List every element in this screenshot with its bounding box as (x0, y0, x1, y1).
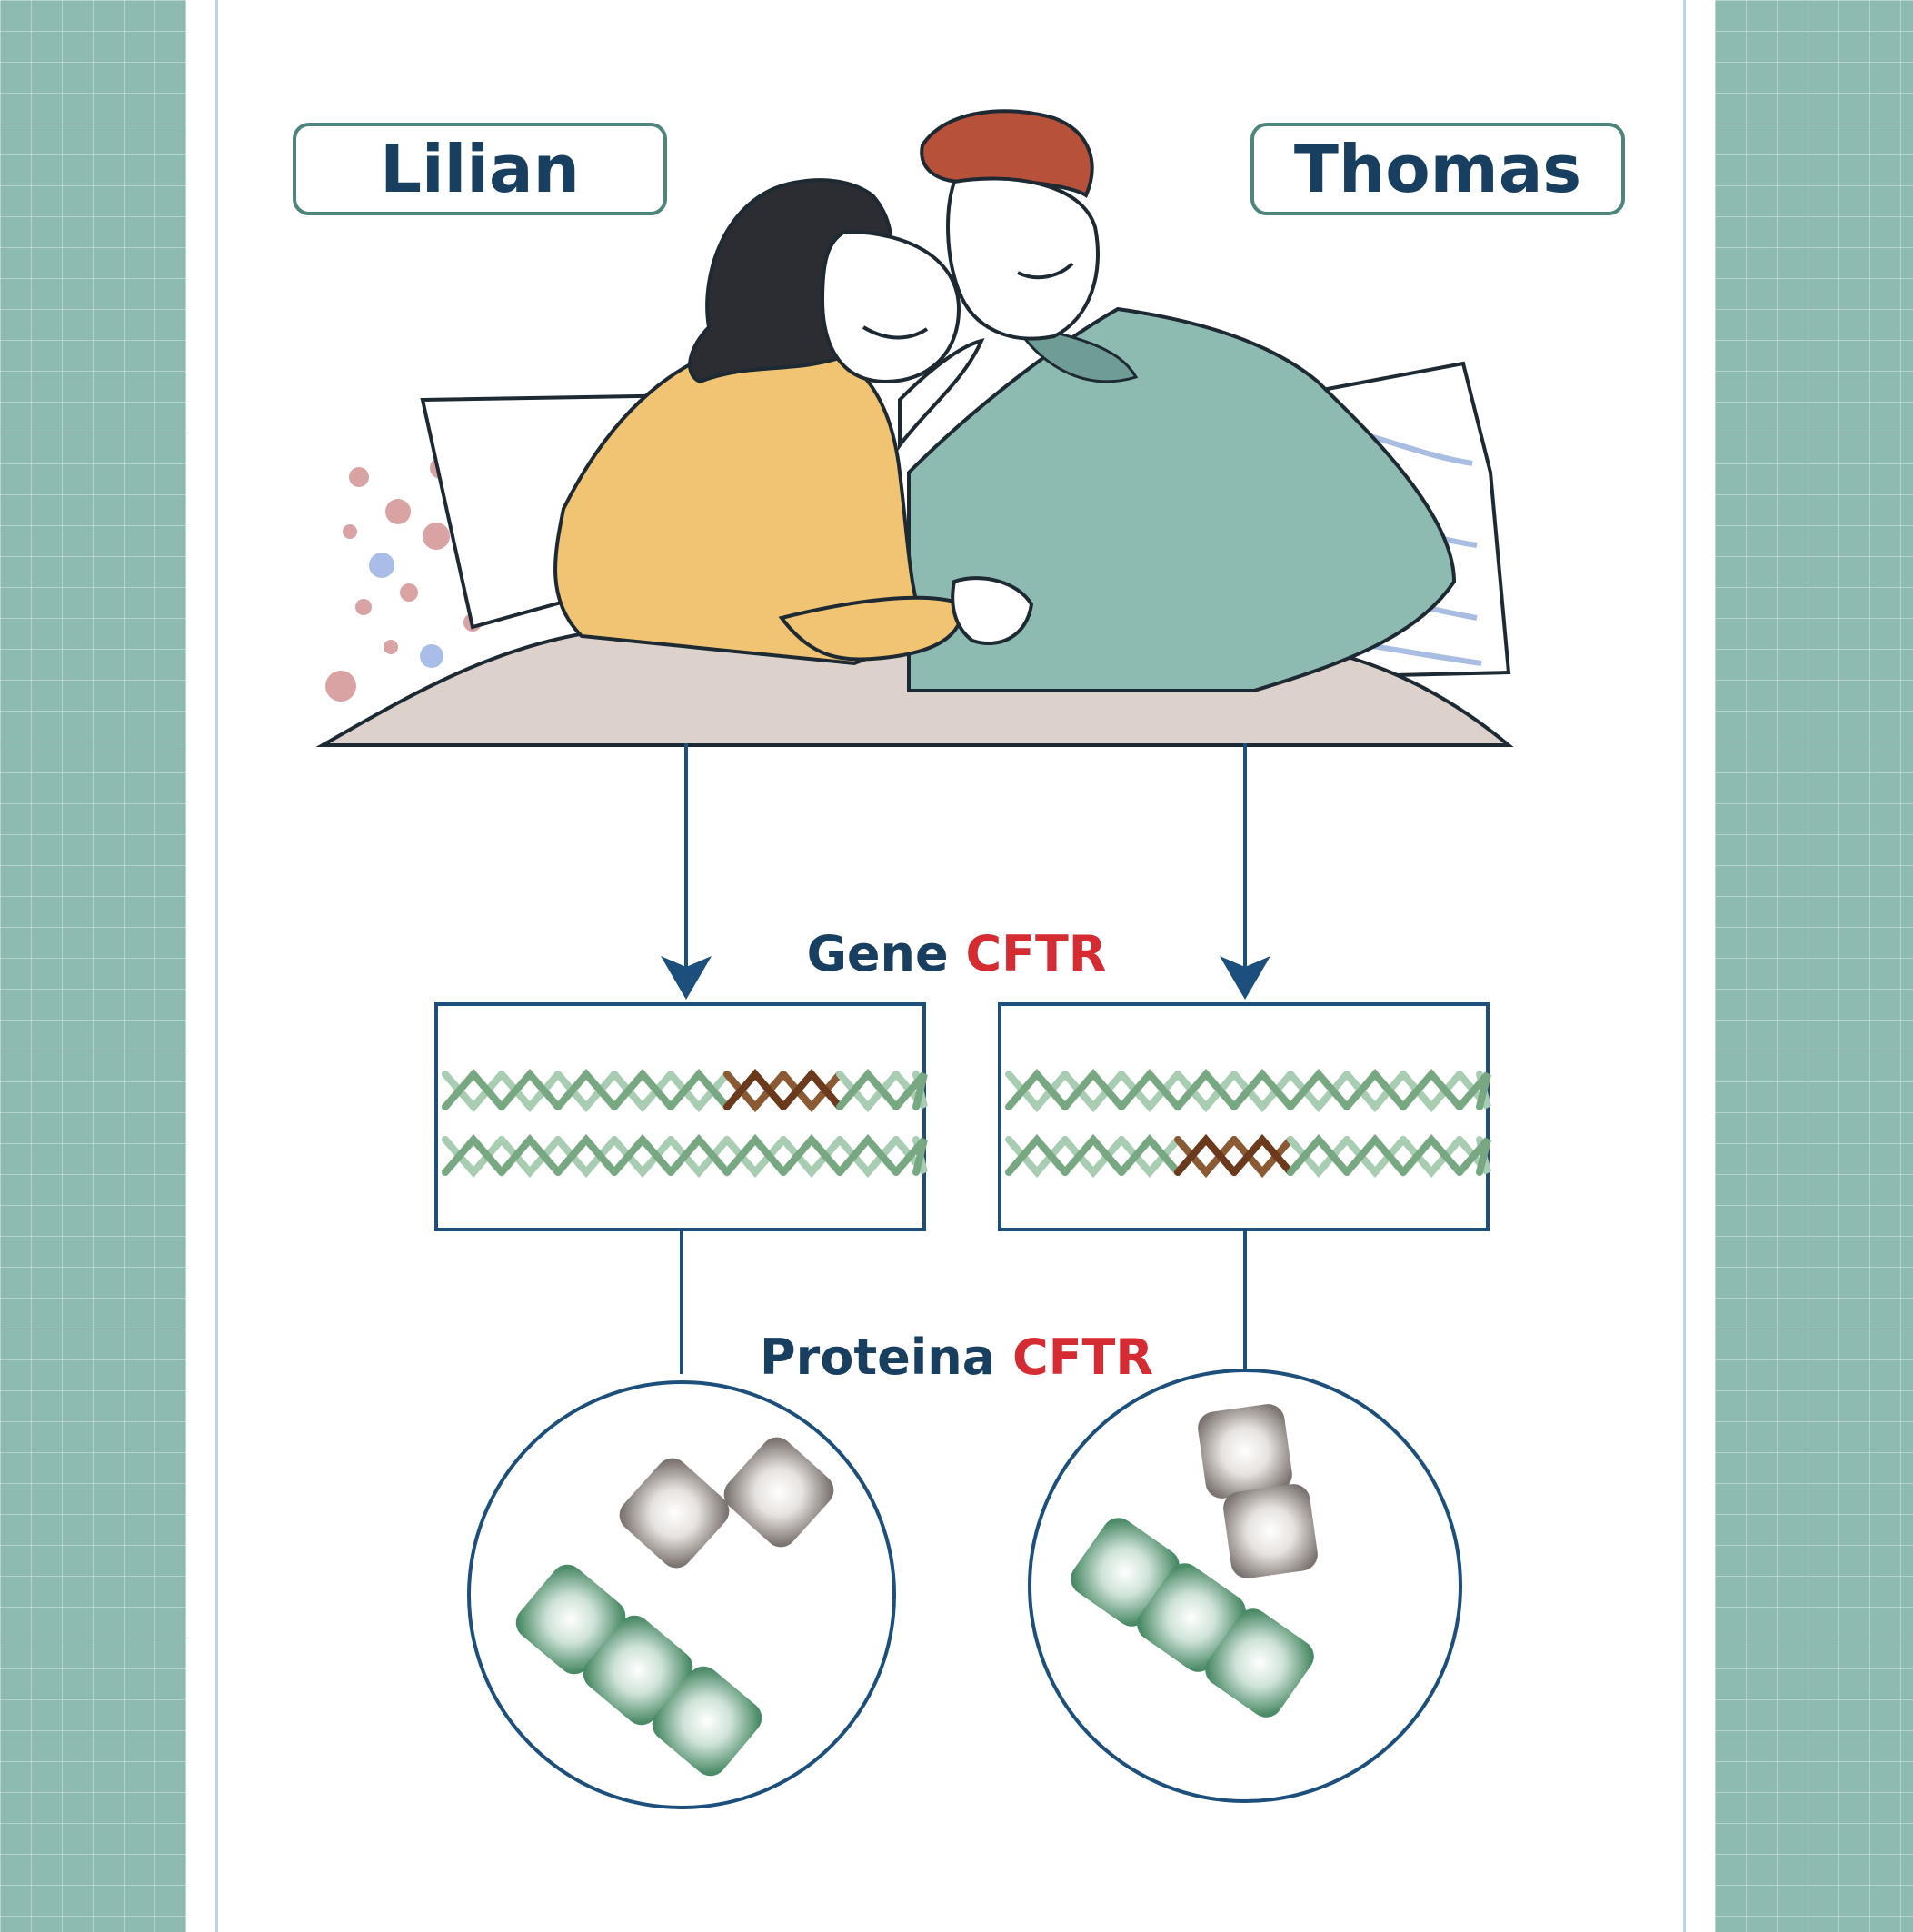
arrow-left (661, 743, 712, 1000)
grid-panel-left (0, 0, 186, 1932)
protein-block-gray (1198, 1404, 1292, 1499)
grid-panel-right (1715, 0, 1913, 1932)
protein-block-green (583, 1615, 693, 1726)
protein-block-green (1137, 1563, 1246, 1672)
border-line-left (215, 0, 218, 1932)
gene-heading-name: CFTR (965, 925, 1107, 982)
gene-box-lilian (434, 1002, 926, 1231)
border-line-right (1683, 0, 1686, 1932)
protein-block-gray (619, 1458, 730, 1569)
name-text-thomas: Thomas (1293, 131, 1582, 207)
protein-circle-thomas (1028, 1369, 1462, 1803)
protein-heading-name: CFTR (1012, 1329, 1153, 1386)
dna-helix-thomas-2 (1005, 1133, 1491, 1179)
arrow-right (1220, 743, 1270, 1000)
protein-block-green (1205, 1608, 1314, 1718)
name-label-thomas: Thomas (1250, 123, 1625, 215)
gene-heading: Gene CFTR (0, 925, 1913, 982)
dna-helix-lilian-2 (442, 1133, 928, 1179)
couple-illustration (315, 109, 1514, 747)
protein-block-green (652, 1666, 762, 1777)
protein-block-green (515, 1564, 626, 1675)
protein-block-gray (723, 1437, 834, 1548)
dna-helix-lilian-1 (442, 1068, 928, 1113)
protein-heading-label: Proteina (760, 1329, 996, 1386)
protein-heading: Proteina CFTR (0, 1329, 1913, 1386)
name-text-lilian: Lilian (380, 131, 580, 207)
gene-heading-label: Gene (806, 925, 949, 982)
dna-helix-thomas-1 (1005, 1068, 1491, 1113)
name-label-lilian: Lilian (293, 123, 667, 215)
protein-block-gray (1223, 1484, 1318, 1578)
gene-box-thomas (998, 1002, 1490, 1231)
